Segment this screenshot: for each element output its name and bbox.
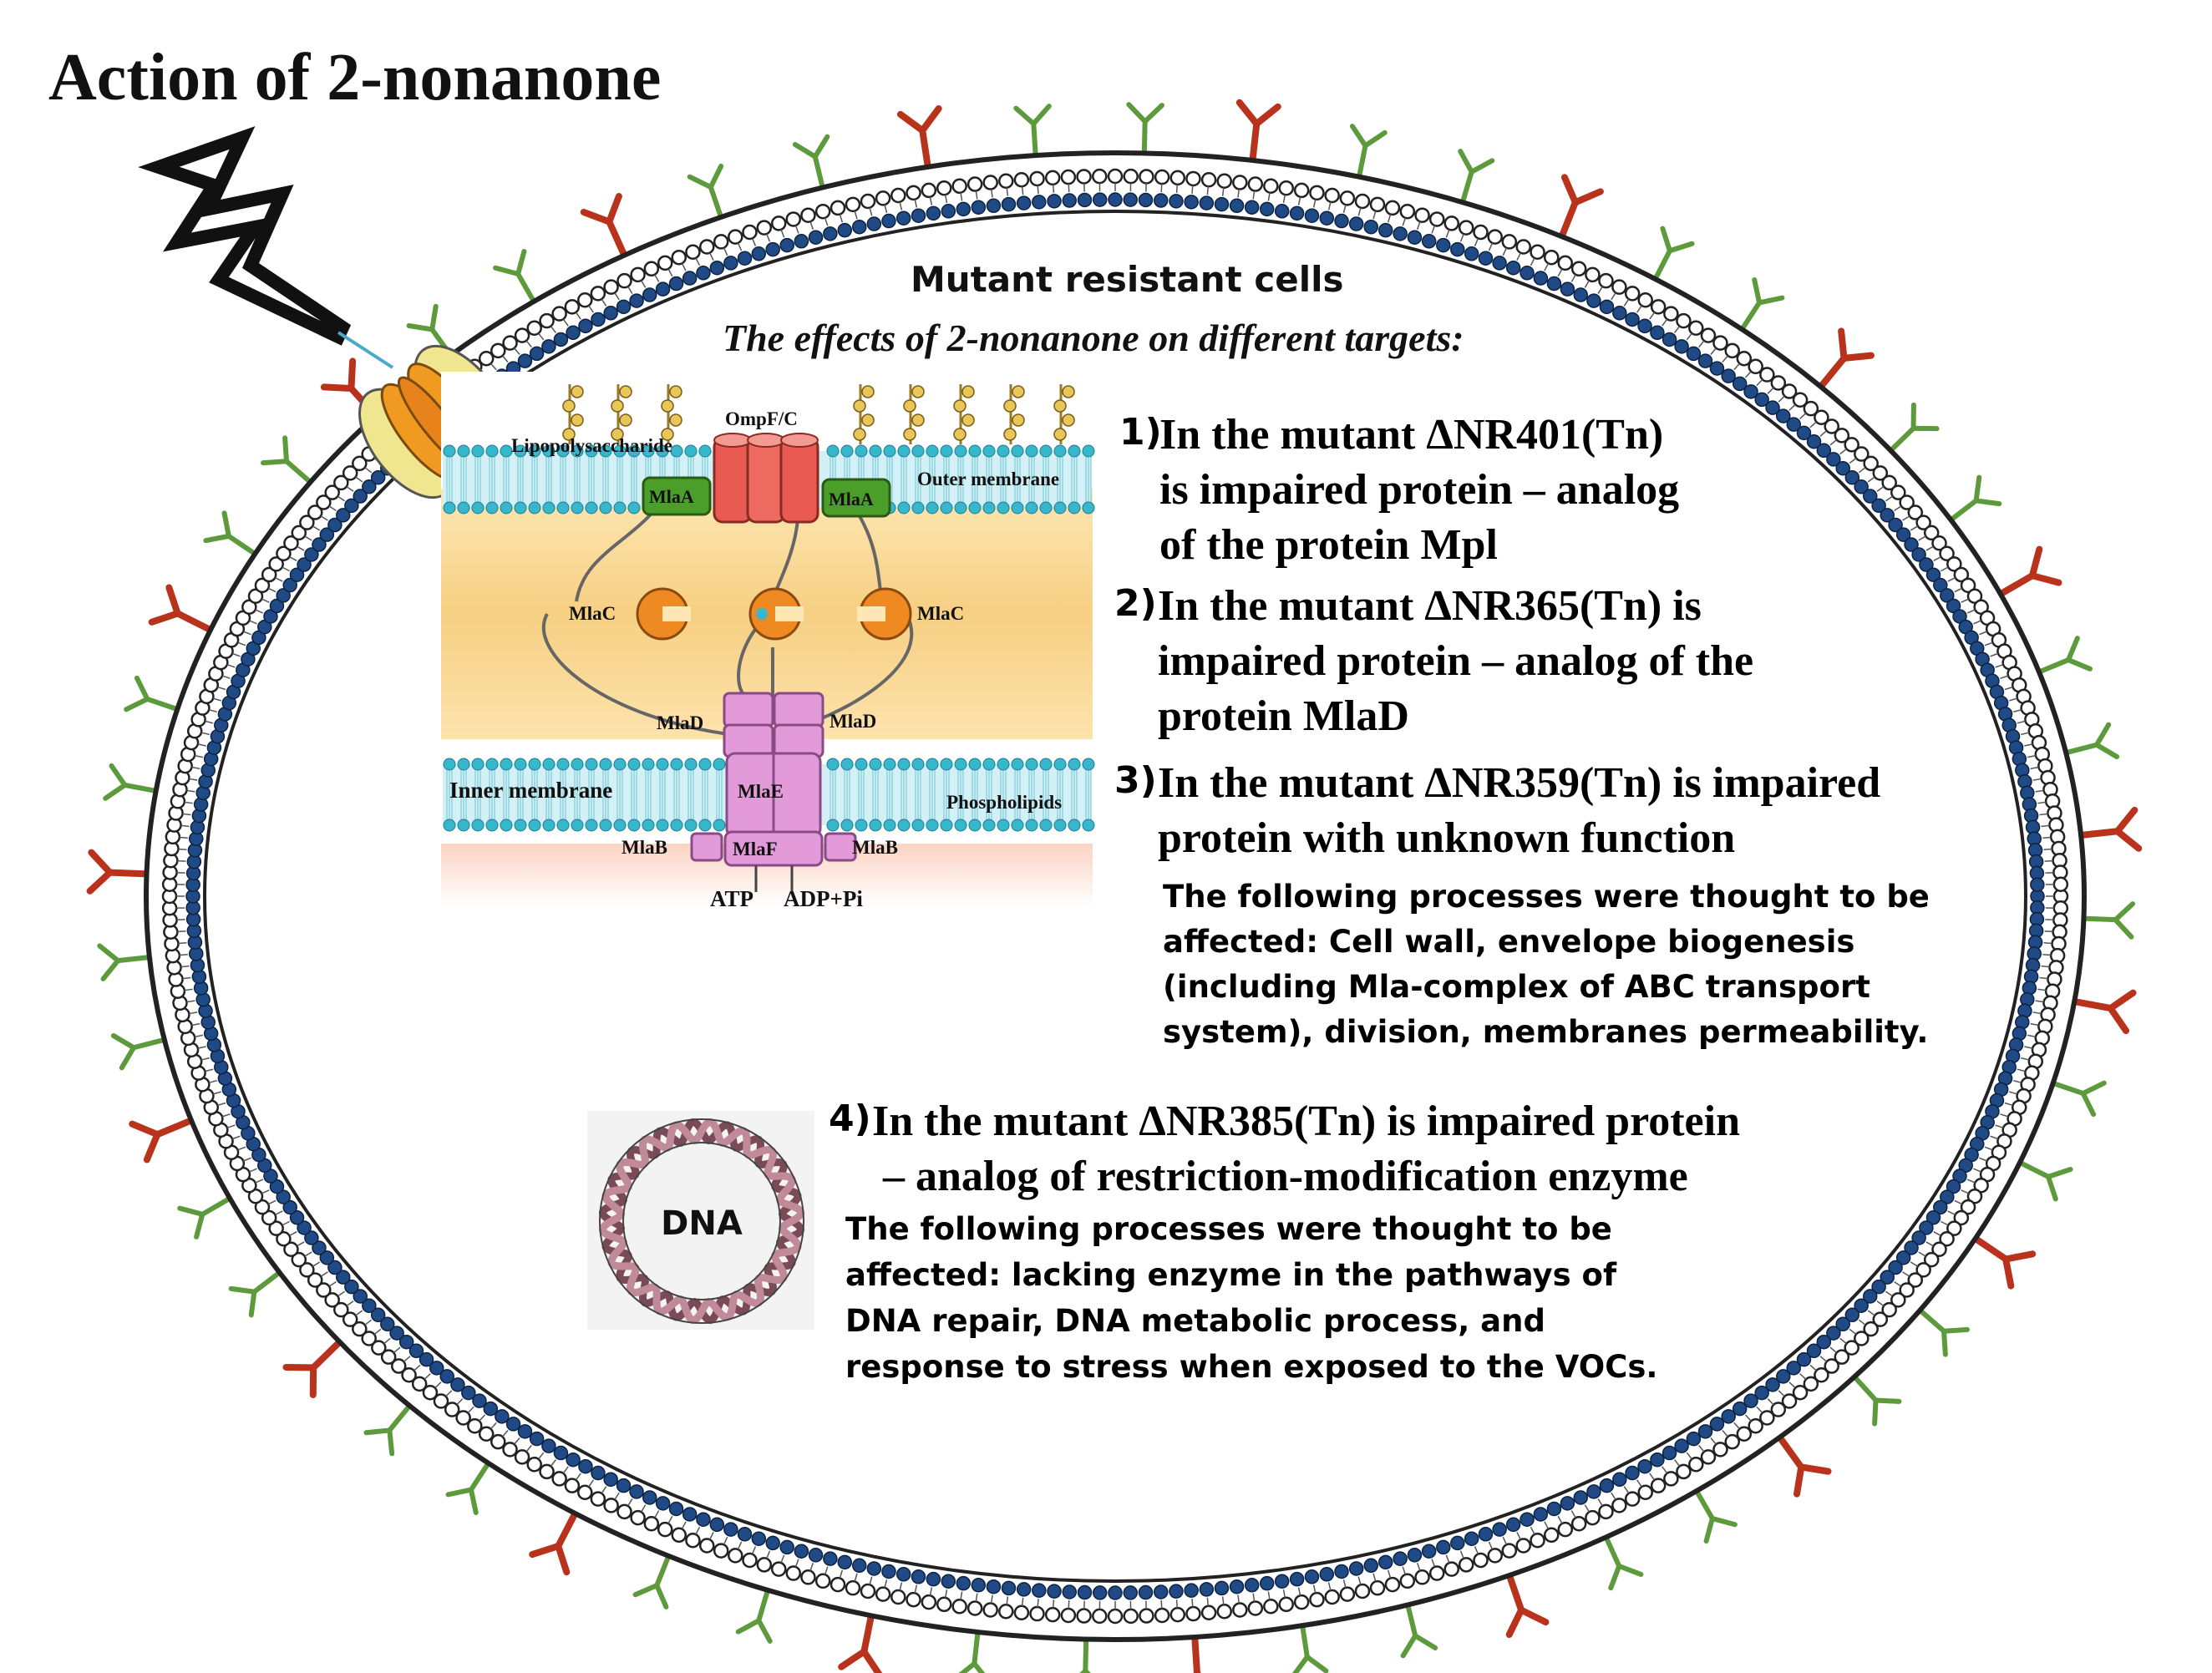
mlad-right-label: MlaD — [830, 711, 876, 732]
finding-number: 2) — [1114, 582, 1157, 625]
finding-number: 1) — [1119, 411, 1162, 454]
mlac-proteins — [636, 587, 912, 641]
mlaa-left-protein — [642, 476, 712, 516]
mlaa-left-label: MlaA — [649, 486, 694, 507]
inner-membrane-label: Inner membrane — [449, 778, 612, 803]
finding-note: The following processes were thought to … — [845, 1211, 1658, 1385]
finding-line: protein MlaD — [1158, 692, 1409, 740]
ompf-label: OmpF/C — [725, 408, 798, 429]
mlab-left-protein — [690, 832, 723, 862]
mlae-label: MlaE — [738, 781, 784, 802]
outer-membrane-line — [144, 150, 2087, 1642]
phospholipids-label: Phospholipids — [946, 792, 1062, 813]
dna-plasmid-icon: DNA — [587, 1111, 814, 1330]
finding-line: In the mutant ΔNR359(Tn) is impaired — [1158, 759, 1881, 807]
finding-number: 3) — [1114, 759, 1157, 802]
finding-line: of the protein Mpl — [1159, 521, 1498, 569]
mlaa-right-label: MlaA — [829, 489, 874, 510]
finding-line: In the mutant ΔNR401(Tn) — [1159, 411, 1664, 459]
finding-2: 2) In the mutant ΔNR365(Tn) is impaired … — [1114, 579, 1753, 744]
mlab-right-protein — [824, 832, 857, 862]
finding-line: impaired protein – analog of the — [1158, 637, 1754, 685]
lightning-bolt-icon — [138, 126, 352, 346]
effects-title: The effects of 2-nonanone on different t… — [723, 317, 1464, 359]
inner-membrane-line — [203, 210, 2027, 1583]
finding-line: – analog of restriction-modification enz… — [872, 1153, 1688, 1200]
finding-1: 1) In the mutant ΔNR401(Tn) is impaired … — [1119, 408, 1679, 573]
mlaf-label: MlaF — [733, 839, 778, 859]
mlac-right-label: MlaC — [917, 603, 964, 624]
lipopolysaccharide-chains — [562, 384, 1075, 444]
adp-label: ADP+Pi — [784, 886, 863, 911]
mlad-left-label: MlaD — [657, 712, 703, 733]
finding-line: protein with unknown function — [1158, 814, 1736, 862]
dna-label: DNA — [661, 1204, 743, 1243]
mlac-left-label: MlaC — [569, 603, 616, 624]
atp-label: ATP — [710, 886, 753, 911]
bolt-beam — [337, 331, 394, 369]
finding-4: 4) In the mutant ΔNR385(Tn) is impaired … — [829, 1094, 1740, 1390]
finding-3: 3) In the mutant ΔNR359(Tn) is impaired … — [1114, 756, 1956, 1055]
finding-line: is impaired protein – analog — [1159, 466, 1680, 514]
ompf-porin — [713, 433, 819, 524]
outer-membrane-label: Outer membrane — [917, 469, 1059, 489]
finding-line: In the mutant ΔNR385(Tn) is impaired pro… — [872, 1098, 1740, 1145]
finding-line: In the mutant ΔNR365(Tn) is — [1158, 582, 1702, 630]
main-title: Action of 2-nonanone — [48, 41, 662, 114]
mlaf-protein — [723, 830, 824, 867]
mlab-right-label: MlaB — [852, 837, 898, 858]
transporter-labels: Lipopolysaccharide OmpF/C Outer membrane… — [449, 408, 1062, 911]
finding-note: The following processes were thought to … — [1163, 879, 1930, 1050]
cells-title: Mutant resistant cells — [911, 259, 1344, 300]
finding-number: 4) — [829, 1098, 871, 1140]
mla-transporter-schematic: Lipopolysaccharide OmpF/C Outer membrane… — [441, 372, 1095, 915]
surface-antigens — [86, 99, 2143, 1673]
mlab-left-label: MlaB — [621, 837, 667, 858]
mlaa-right-protein — [821, 478, 891, 518]
lipopolysaccharide-label: Lipopolysaccharide — [511, 435, 672, 456]
